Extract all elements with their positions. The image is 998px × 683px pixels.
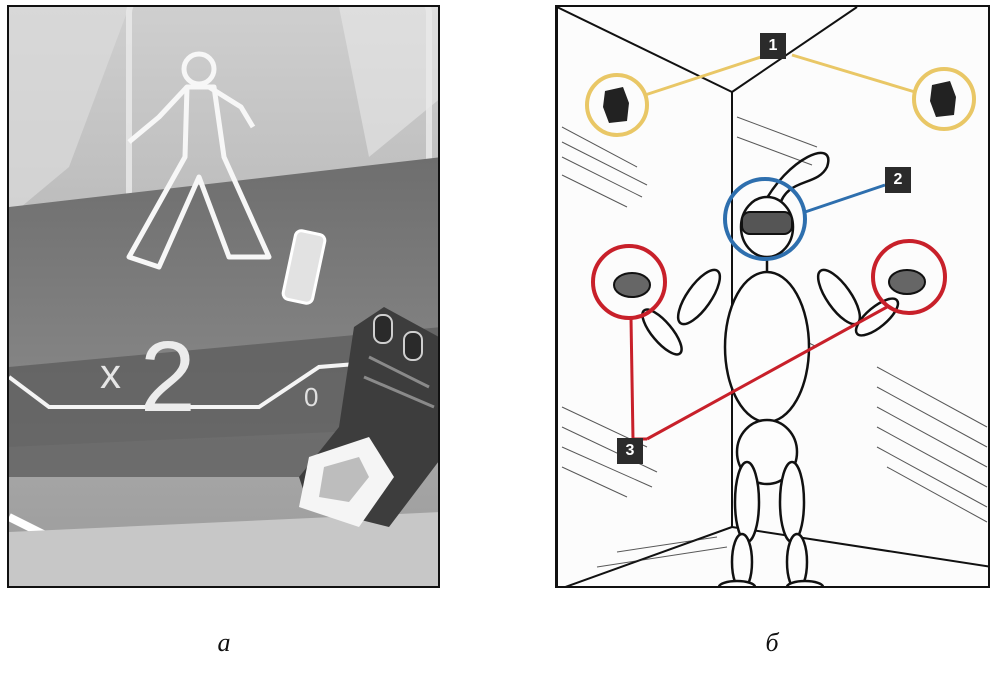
right-controller [889, 270, 925, 294]
callout-badge-1: 1 [760, 33, 786, 59]
vr-game-screenshot: x 2 0 [7, 5, 440, 588]
multiplier-prefix: x [100, 350, 121, 398]
hand-score-digit: 0 [304, 382, 318, 413]
vr-user-sketch [555, 5, 990, 588]
caption-a: а [204, 628, 244, 658]
multiplier-value: 2 [140, 320, 194, 435]
base-station-callouts [587, 55, 974, 135]
vr-user-illustration [557, 7, 990, 588]
callout-badge-2: 2 [885, 167, 911, 193]
caption-b: б [752, 628, 792, 658]
callout-badge-3: 3 [617, 438, 643, 464]
left-controller [614, 273, 650, 297]
vr-headset [742, 212, 792, 234]
vr-scene-illustration [9, 7, 440, 588]
